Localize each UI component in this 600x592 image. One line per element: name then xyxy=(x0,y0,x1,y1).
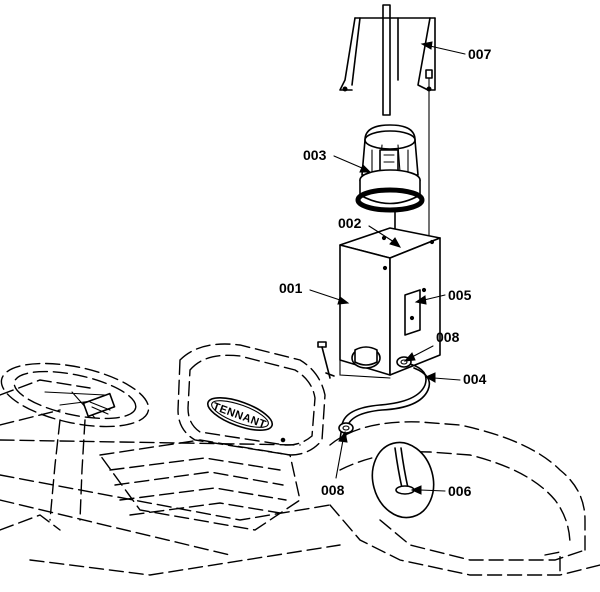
callout-007: 007 xyxy=(468,46,492,62)
callout-labels: 007 003 002 001 005 008 004 008 006 xyxy=(279,46,492,499)
callout-004: 004 xyxy=(463,371,487,387)
steering-wheel xyxy=(0,362,150,531)
hood-hole-detail xyxy=(371,441,435,519)
callout-002: 002 xyxy=(338,215,362,231)
mount-bracket xyxy=(339,4,436,273)
callout-003: 003 xyxy=(303,147,327,163)
beacon-light xyxy=(355,124,425,241)
callout-001: 001 xyxy=(279,280,303,296)
callout-008-bottom: 008 xyxy=(321,482,345,498)
callout-008-top: 008 xyxy=(436,329,460,345)
tennant-badge xyxy=(206,397,274,431)
control-box xyxy=(317,227,441,379)
callout-005: 005 xyxy=(448,287,472,303)
callout-leaders xyxy=(309,41,466,495)
operator-seat: TENNANT xyxy=(98,343,326,531)
callout-006: 006 xyxy=(448,483,472,499)
